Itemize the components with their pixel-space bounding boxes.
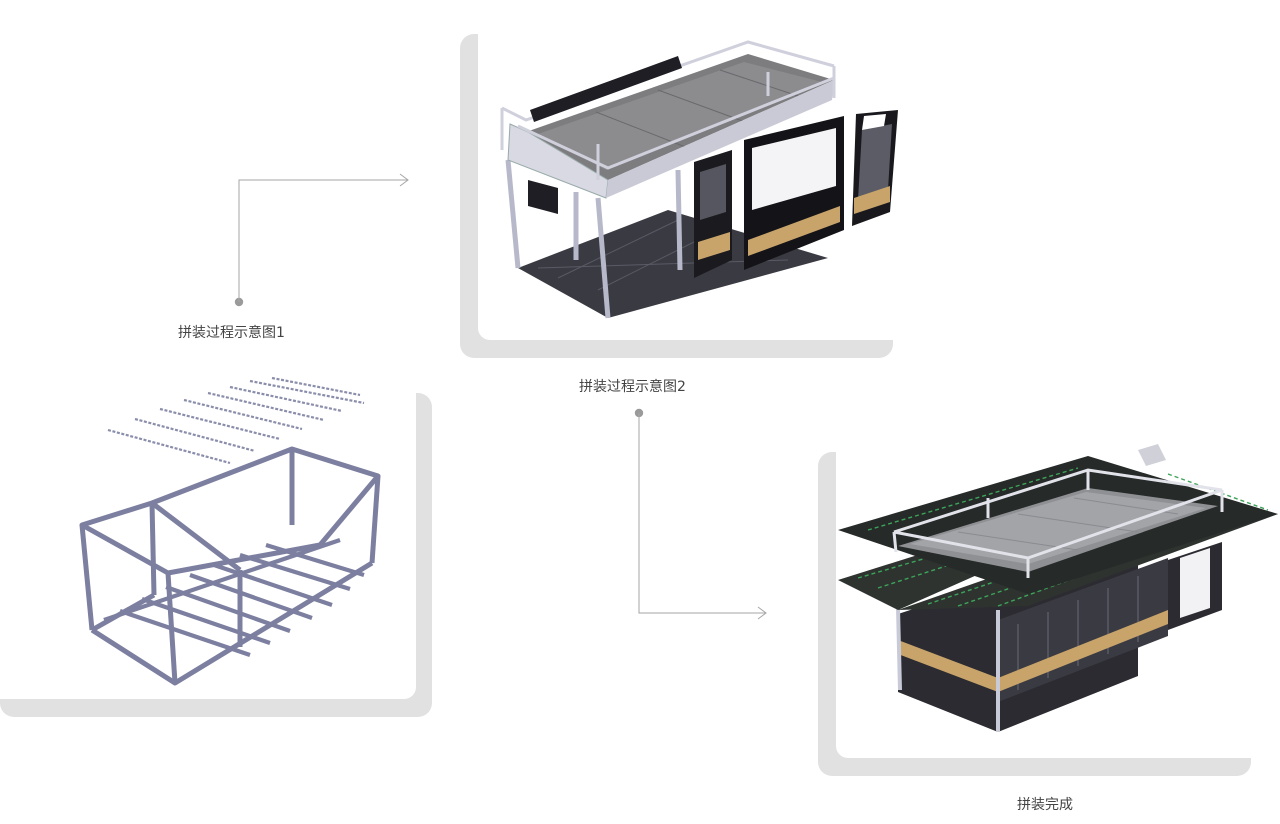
completed-kiosk-illustration bbox=[838, 444, 1278, 732]
connector-2-to-3 bbox=[634, 408, 767, 620]
door-panel bbox=[694, 150, 732, 278]
step3-caption: 拼装完成 bbox=[1017, 797, 1073, 813]
partial-assembly-illustration bbox=[500, 40, 898, 319]
connector-1-to-2 bbox=[234, 173, 409, 307]
window-panel bbox=[744, 116, 844, 270]
step1-frame-inner bbox=[0, 375, 416, 699]
step2-caption: 拼装过程示意图2 bbox=[579, 379, 686, 395]
step1-caption: 拼装过程示意图1 bbox=[178, 325, 285, 341]
steel-frame-illustration bbox=[79, 376, 381, 686]
side-panel bbox=[852, 110, 898, 226]
